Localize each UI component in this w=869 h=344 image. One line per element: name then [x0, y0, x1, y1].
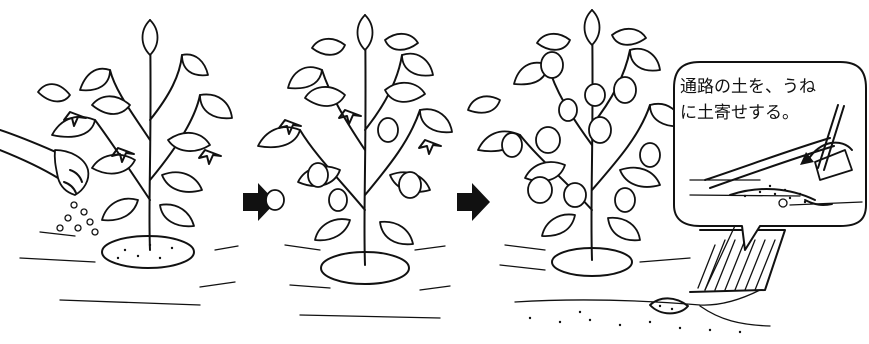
stage-3-ridge-hatching — [690, 230, 785, 292]
stage-1-soil-dots — [117, 244, 173, 259]
stage-1-scene — [0, 20, 238, 305]
stage-3-ground — [500, 245, 770, 326]
arrow-right-icon — [457, 183, 490, 221]
stage-2-ground — [285, 245, 450, 318]
callout-text-line1: 通路の土を、うね — [680, 77, 816, 97]
stage-1-soil-mound — [102, 236, 194, 268]
callout-text-line2: に土寄せする。 — [680, 103, 799, 123]
callout-bubble: 通路の土を、うね に土寄せする。 — [674, 62, 866, 250]
stage-1-ground — [20, 232, 238, 305]
stage-3-soil-dots — [529, 305, 741, 333]
stage-1-leaves — [38, 20, 232, 226]
hand-icon — [0, 130, 88, 195]
fertilizer-granules — [57, 202, 98, 235]
stage-2-scene — [258, 15, 452, 318]
